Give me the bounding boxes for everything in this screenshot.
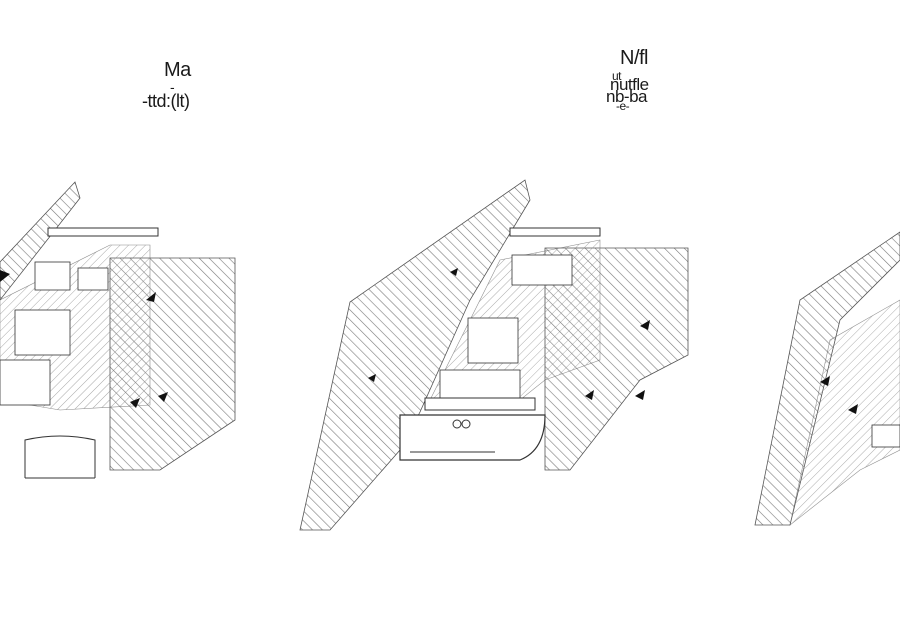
plan-center-room-c xyxy=(439,369,521,401)
right-plan-title-line-2: ut xyxy=(612,69,622,83)
plan-right-marker-2 xyxy=(848,404,858,414)
floor-plan-left xyxy=(0,181,236,479)
plan-center-marker-2 xyxy=(368,374,376,382)
plan-center-marker-3 xyxy=(585,390,594,400)
plan-left-room-c xyxy=(14,309,71,356)
plan-left-marker-4 xyxy=(158,392,168,402)
plan-center-pool xyxy=(399,414,546,461)
plan-right-marker-1 xyxy=(820,376,830,386)
plan-left-terrace xyxy=(47,227,159,237)
plan-right-hatched-core xyxy=(789,299,900,526)
plan-left-room-b xyxy=(77,267,109,291)
plan-left-marker-3 xyxy=(130,398,140,408)
plan-center-marker-5 xyxy=(635,390,645,400)
right-plan-title-line-5: -e- xyxy=(616,99,630,113)
right-plan-title-line-1: N/fl xyxy=(620,47,649,69)
plan-center-roof-band xyxy=(509,227,601,237)
plan-left-marker-2 xyxy=(146,292,156,302)
plan-left-room-d xyxy=(0,359,51,406)
plan-center-terrace xyxy=(424,397,536,411)
left-plan-title-line-2: - xyxy=(170,79,175,95)
right-plan-title-line-3: nutfle xyxy=(610,75,649,94)
plan-center-fixture-2 xyxy=(461,419,471,429)
floor-plan-right xyxy=(754,231,900,526)
plan-center-room-b xyxy=(467,317,519,364)
floor-plan-center xyxy=(299,179,689,531)
plan-center-room-a xyxy=(511,254,573,286)
plan-center-marker-4 xyxy=(640,320,650,330)
plan-left-room-a xyxy=(34,261,71,291)
plan-center-fixture-1 xyxy=(452,419,462,429)
plan-left-marker-1 xyxy=(0,270,10,282)
plan-left-hatched-wall-mass xyxy=(0,181,81,301)
left-plan-title-line-3: -ttd:(lt) xyxy=(142,91,190,111)
plan-center-marker-1 xyxy=(450,268,458,276)
plan-left-entry-curve xyxy=(24,435,96,478)
plan-right-room xyxy=(871,424,900,448)
left-plan-title-line-1: Ma xyxy=(164,59,191,81)
right-plan-title-line-4: nb-ba xyxy=(606,87,647,106)
plan-center-hatched-wall-mass xyxy=(299,179,531,531)
